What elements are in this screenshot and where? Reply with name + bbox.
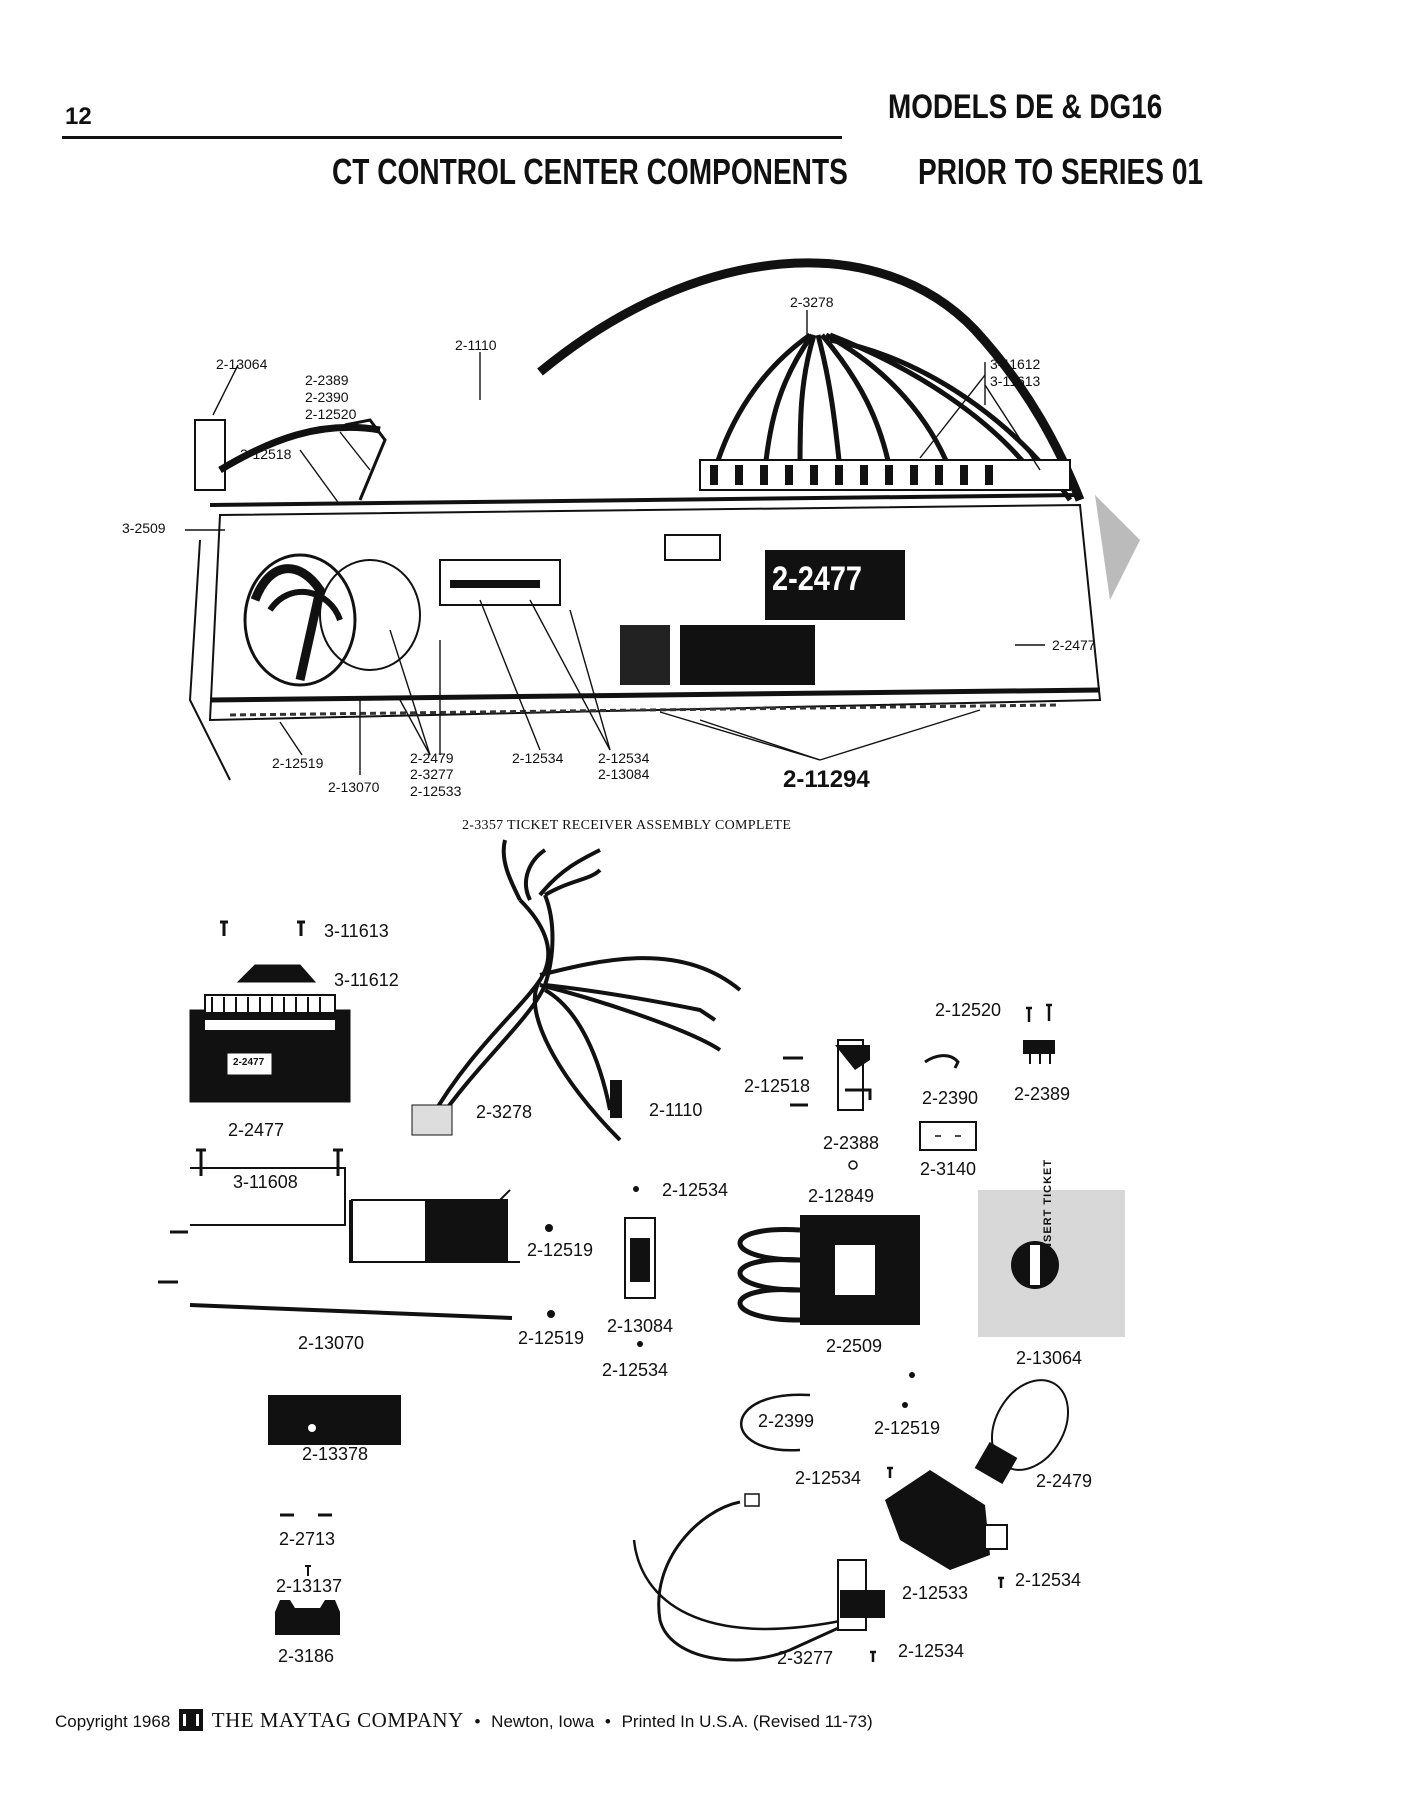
part-label: 2-2713 [279,1529,336,1549]
page-number: 12 [65,103,92,130]
footer-location: Newton, Iowa [491,1712,595,1731]
footer: Copyright 1968 THE MAYTAG COMPANY • Newt… [55,1708,873,1733]
part-label: 2-2479 [1036,1471,1093,1491]
section-title: CT CONTROL CENTER COMPONENTS [332,151,848,192]
assembly-callout: 2-12534 [598,750,650,766]
part-label: 2-12533 [902,1583,969,1603]
footer-company: THE MAYTAG COMPANY [211,1708,464,1732]
bullet-icon: • [474,1712,481,1731]
part-label: 2-12519 [527,1240,594,1260]
part-label: 2-12519 [518,1328,585,1348]
maytag-logo-icon [179,1709,204,1731]
part-label: 2-3140 [920,1159,977,1179]
assembly-callout: 2-13064 [216,356,268,372]
ticket-receiver-assembly-drawing [185,258,1140,781]
insert-ticket-label: INSERT TICKET [1042,1158,1054,1255]
part-label: 2-2388 [823,1133,880,1153]
assembly-callout: 3-11613 [990,373,1041,389]
part-label: 2-12849 [808,1186,875,1206]
assembly-callout: 2-2390 [305,389,349,405]
footer-printed: Printed In U.S.A. (Revised 11-73) [621,1712,873,1731]
part-label: 2-2389 [1014,1084,1071,1104]
part-label: 3-11608 [233,1172,298,1192]
part-label: 2-12534 [795,1468,862,1488]
part-label: 2-2477 [228,1120,285,1140]
part-label: 2-12520 [935,1000,1002,1020]
part-label: 3-11613 [324,921,389,941]
part-label: 2-13070 [298,1333,365,1353]
footer-copyright: Copyright 1968 [55,1712,171,1731]
assembly-main-label: 2-2477 [772,560,862,598]
assembly-callout: 2-3277 [410,766,454,782]
assembly-callout: 2-3278 [790,294,834,310]
part-label: 2-12534 [662,1180,729,1200]
assembly-callout: 2-1110 [455,337,497,353]
assembly-callout: 2-12534 [512,750,564,766]
part-label: 2-12519 [874,1418,941,1438]
part-label: 2-2509 [826,1336,883,1356]
module-label: 2-2477 [233,1057,265,1068]
part-label: 2-13378 [302,1444,369,1464]
part-label: 2-13064 [1016,1348,1083,1368]
part-label: 2-12534 [602,1360,669,1380]
part-label: 2-12518 [744,1076,811,1096]
assembly-callout: 2-12520 [305,406,357,422]
part-label: 2-3278 [476,1102,533,1122]
exploded-parts-drawings [158,839,1125,1662]
assembly-callout: 2-2389 [305,372,349,388]
models-title: MODELS DE & DG16 [888,88,1163,126]
assembly-callout: 3-11612 [990,356,1041,372]
assembly-callout: 2-12533 [410,783,462,799]
assembly-callout: 2-2477 [1052,637,1096,653]
assembly-bold-part: 2-11294 [783,766,870,793]
part-label: 2-2399 [758,1411,815,1431]
part-label: 2-12534 [898,1641,965,1661]
bullet-icon: • [604,1712,611,1731]
part-label: 3-11612 [334,970,399,990]
part-label: 2-2390 [922,1088,979,1108]
part-label: 2-1110 [649,1100,703,1120]
part-label: 2-3277 [777,1648,834,1668]
assembly-callout: 2-13070 [328,779,380,795]
assembly-callout: 2-12518 [240,446,292,462]
assembly-callout: 3-2509 [122,520,166,536]
part-label: 2-3186 [278,1646,335,1666]
assembly-caption: 2-3357 TICKET RECEIVER ASSEMBLY COMPLETE [462,818,792,833]
header-rule [62,136,842,139]
part-label: 2-13137 [276,1576,343,1596]
assembly-callout: 2-12519 [272,755,324,771]
part-label: 2-12534 [1015,1570,1082,1590]
part-label: 2-13084 [607,1316,674,1336]
series-title: PRIOR TO SERIES 01 [918,151,1204,192]
assembly-callout: 2-2479 [410,750,454,766]
assembly-callout: 2-13084 [598,766,650,782]
